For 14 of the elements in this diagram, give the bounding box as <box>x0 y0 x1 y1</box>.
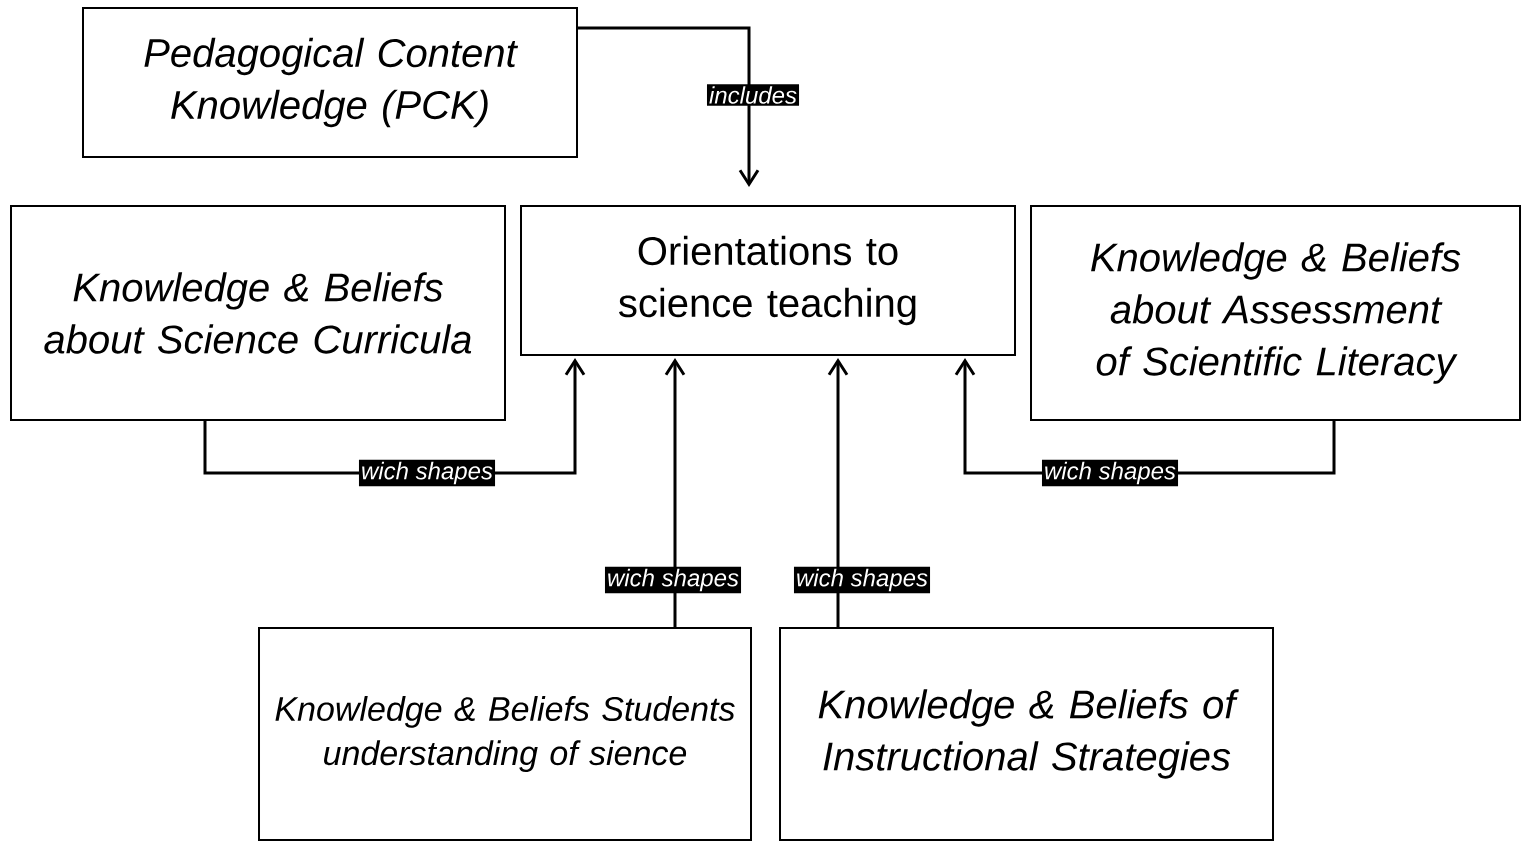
edge-label: wich shapes <box>358 459 496 487</box>
concept-box: Knowledge & Beliefs of Instructional Strategies <box>779 627 1274 841</box>
concept-box: Knowledge & Beliefs about Science Curricula <box>10 205 506 421</box>
edge-label: wich shapes <box>793 566 931 594</box>
concept-box: Knowledge & Beliefs about Assessment of Scientific Literacy <box>1030 205 1521 421</box>
arrow <box>578 26 760 187</box>
concept-box: Pedagogical Content Knowledge (PCK) <box>82 7 578 158</box>
arrow <box>827 358 849 627</box>
edge-label: includes <box>707 84 800 106</box>
edge-label: wich shapes <box>604 566 742 594</box>
edge-label: wich shapes <box>1041 459 1179 487</box>
arrow <box>664 358 686 627</box>
concept-box: Knowledge & Beliefs Students understanding of sience <box>258 627 752 841</box>
concept-box: Orientations to science teaching <box>520 205 1016 356</box>
